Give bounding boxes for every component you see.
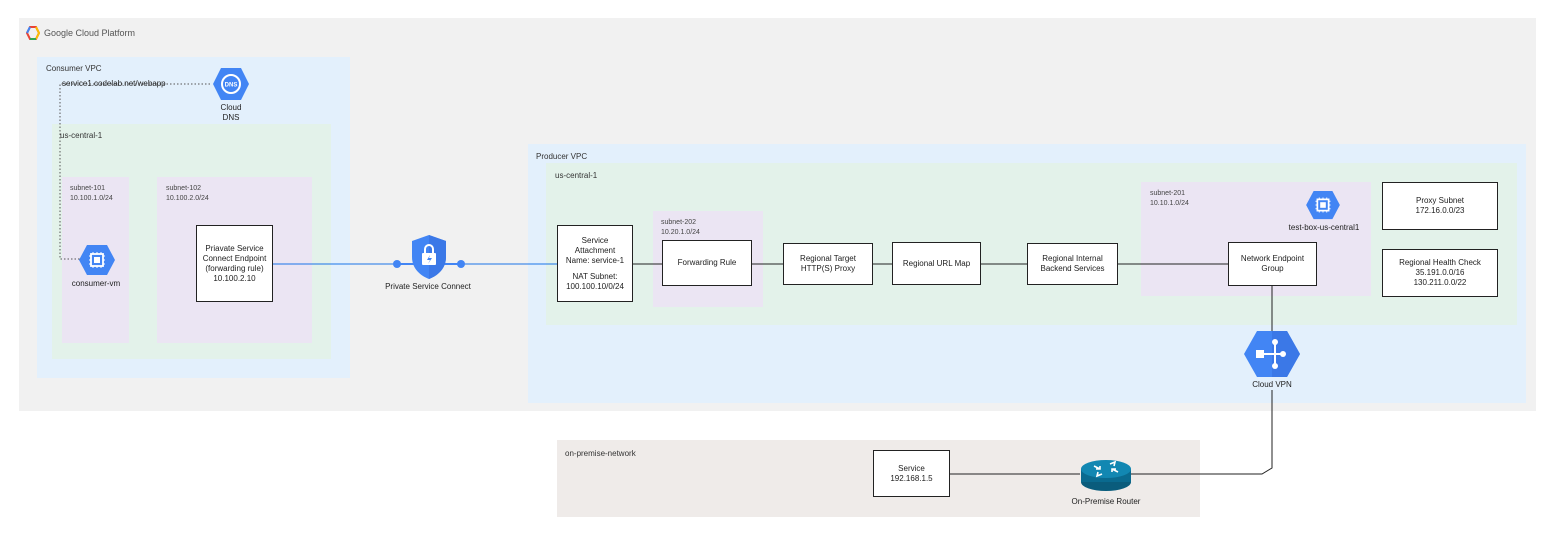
subnet-101-cidr: 10.100.1.0/24	[70, 195, 113, 202]
router-label: On-Premise Router	[1071, 497, 1141, 506]
cloud-dns-label-2: DNS	[222, 113, 240, 122]
target-proxy-line2: HTTP(S) Proxy	[800, 264, 856, 273]
dns-url-label: service1.codelab.net/webapp	[62, 79, 166, 88]
service-attachment-line5: 100.100.10/0/24	[566, 281, 624, 291]
forwarding-rule-label: Forwarding Rule	[677, 258, 737, 267]
test-box-vm-icon[interactable]	[1305, 190, 1341, 220]
health-check-line3: 130.211.0.0/22	[1413, 278, 1467, 287]
proxy-subnet-box[interactable]: Proxy Subnet 172.16.0.0/23	[1382, 182, 1498, 230]
consumer-region-label: us-central-1	[60, 131, 103, 140]
psc-endpoint-line4: 10.100.2.10	[213, 273, 256, 283]
subnet-202-name: subnet-202	[661, 219, 697, 226]
onprem-label: on-premise-network	[565, 449, 636, 458]
psc-endpoint-line3: (forwarding rule)	[205, 263, 264, 273]
target-proxy-line1: Regional Target	[800, 254, 856, 263]
cloud-vpn-icon[interactable]	[1243, 330, 1301, 378]
gcp-logo-icon	[26, 26, 40, 40]
private-service-connect-icon[interactable]	[391, 233, 467, 281]
url-map-box[interactable]: Regional URL Map	[892, 242, 981, 285]
subnet-102-cidr: 10.100.2.0/24	[166, 195, 209, 202]
service-attachment-line2: Attachment	[574, 245, 616, 255]
onprem-service-line2: 192.168.1.5	[890, 473, 933, 483]
gcp-title: Google Cloud Platform	[44, 28, 136, 38]
url-map-label: Regional URL Map	[902, 258, 971, 268]
onprem-service-box[interactable]: Service 192.168.1.5	[873, 450, 950, 497]
health-check-line1: Regional Health Check	[1399, 258, 1481, 267]
health-check-line2: 35.191.0.0/16	[1415, 268, 1465, 277]
psc-endpoint-box[interactable]: Priavate Service Connect Endpoint (forwa…	[196, 225, 273, 302]
router-icon[interactable]	[1080, 458, 1132, 492]
subnet-202-cidr: 10.20.1.0/24	[661, 229, 700, 236]
network-endpoint-group-box[interactable]: Network Endpoint Group	[1228, 242, 1317, 286]
cloud-dns-icon: DNS	[213, 68, 249, 100]
service-attachment-line4: NAT Subnet:	[572, 271, 618, 281]
psc-label: Private Service Connect	[385, 282, 471, 291]
gcp-header: Google Cloud Platform	[26, 26, 135, 40]
service-attachment-line3: Name: service-1	[565, 255, 625, 265]
neg-line2: Group	[1261, 264, 1284, 273]
forwarding-rule-box[interactable]: Forwarding Rule	[662, 240, 752, 286]
psc-endpoint-line1: Priavate Service	[205, 243, 264, 253]
consumer-vm-label: consumer-vm	[71, 279, 121, 288]
backend-line1: Regional Internal	[1042, 254, 1103, 263]
svg-text:DNS: DNS	[225, 83, 238, 89]
test-box-label: test-box-us-central1	[1288, 223, 1360, 232]
service-attachment-box[interactable]: Service Attachment Name: service-1 NAT S…	[557, 225, 633, 302]
vpn-to-router-line	[1130, 390, 1273, 475]
subnet-201-cidr: 10.10.1.0/24	[1150, 200, 1189, 207]
subnet-102-name: subnet-102	[166, 185, 202, 192]
subnet-101-name: subnet-101	[70, 185, 106, 192]
subnet-201-name: subnet-201	[1150, 190, 1186, 197]
backend-services-box[interactable]: Regional Internal Backend Services	[1027, 243, 1118, 285]
backend-line2: Backend Services	[1040, 264, 1105, 273]
neg-line1: Network Endpoint	[1240, 254, 1305, 263]
proxy-subnet-line2: 172.16.0.0/23	[1415, 206, 1465, 215]
consumer-vpc-label: Consumer VPC	[46, 64, 102, 73]
producer-vpc-label: Producer VPC	[536, 152, 588, 161]
psc-endpoint-line2: Connect Endpoint	[202, 253, 267, 263]
producer-region-label: us-central-1	[555, 171, 598, 180]
target-proxy-box[interactable]: Regional Target HTTP(S) Proxy	[783, 243, 873, 285]
dns-dotted-line	[59, 83, 210, 260]
cloud-vpn-label: Cloud VPN	[1252, 380, 1292, 389]
proxy-subnet-line1: Proxy Subnet	[1415, 196, 1465, 205]
health-check-box[interactable]: Regional Health Check 35.191.0.0/16 130.…	[1382, 249, 1498, 297]
onprem-service-line1: Service	[898, 463, 925, 473]
service-attachment-line1: Service	[581, 235, 609, 245]
compute-vm-icon[interactable]	[78, 244, 116, 276]
cloud-dns-label-1: Cloud	[220, 103, 242, 112]
